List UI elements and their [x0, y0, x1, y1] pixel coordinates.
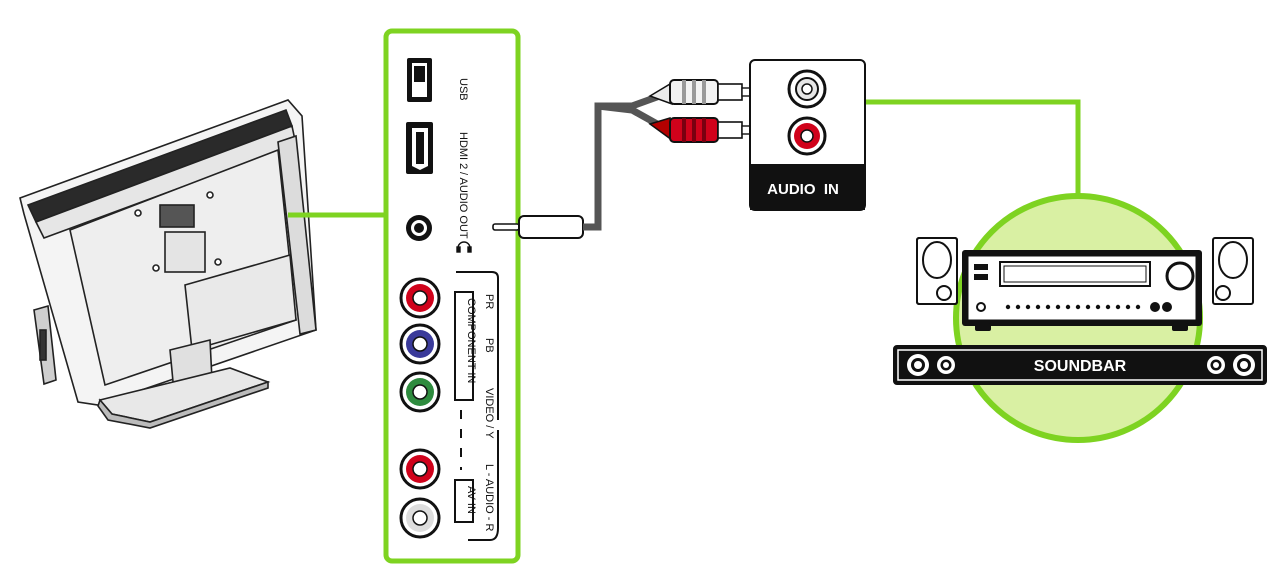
audio-out-label: / AUDIO OUT	[457, 172, 469, 239]
video-y-jack	[399, 371, 441, 413]
usb-label: USB	[457, 78, 469, 101]
pb-jack	[399, 323, 441, 365]
audio-in-box	[749, 59, 866, 211]
audio-cable	[492, 79, 767, 239]
av-in-label: AV IN	[465, 486, 477, 514]
pr-jack	[399, 277, 441, 319]
soundbar-label: SOUNDBAR	[1034, 358, 1127, 375]
av-in-bracket	[454, 430, 499, 541]
pr-label: PR	[483, 294, 495, 309]
audio-r-jack	[399, 448, 441, 490]
av-receiver-icon	[962, 250, 1202, 331]
tv-rear-illustration	[19, 99, 317, 429]
video-y-label: VIDEO / Y	[483, 388, 495, 439]
hdmi-port-icon	[406, 122, 433, 174]
audio-l-jack	[399, 497, 441, 539]
right-speaker-icon	[1212, 237, 1254, 305]
left-speaker-icon	[916, 237, 958, 305]
usb-port-icon	[407, 58, 432, 102]
audio-in-label: AUDIO IN	[767, 181, 839, 198]
hdmi-label: HDMI 2	[457, 132, 469, 169]
audio-out-jack	[406, 215, 432, 241]
audio-in-to-soundbar-connector	[866, 99, 1081, 198]
pb-label: PB	[483, 338, 495, 353]
headphone-icon	[456, 241, 472, 253]
audio-lr-label: L - AUDIO - R	[483, 464, 495, 531]
component-in-bracket	[454, 271, 499, 420]
component-in-label: COMPONENT IN	[465, 298, 477, 383]
soundbar-icon	[893, 345, 1267, 385]
